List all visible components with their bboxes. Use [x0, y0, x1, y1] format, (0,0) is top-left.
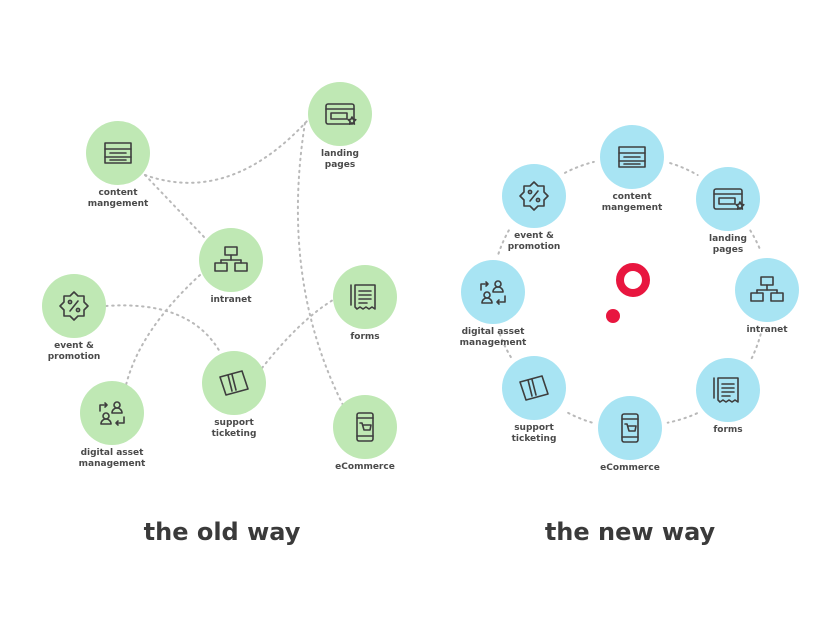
new-link — [666, 412, 698, 424]
new-node-event-label: promotion — [508, 242, 561, 252]
old-node-landing-label: landing — [321, 149, 359, 159]
old-node-event: event &promotion — [42, 274, 106, 362]
new-link — [497, 329, 512, 359]
new-node-support-label: support — [514, 423, 554, 433]
new-way-connections — [497, 160, 764, 424]
new-link — [563, 410, 593, 424]
new-node-ecommerce-label: eCommerce — [600, 463, 660, 473]
new-node-intranet: intranet — [735, 258, 799, 335]
old-node-event-label: event & — [54, 341, 94, 351]
old-node-digital-label: management — [79, 459, 146, 469]
new-node-landing-label: landing — [709, 234, 747, 244]
new-node-landing-circle — [696, 167, 760, 231]
brand-logo — [606, 263, 650, 323]
old-way-caption: the old way — [144, 518, 301, 546]
old-node-content-label: content — [98, 188, 138, 198]
old-link — [125, 274, 201, 386]
old-node-landing-circle — [308, 82, 372, 146]
old-node-event-label: promotion — [48, 352, 101, 362]
old-node-forms-label: forms — [350, 332, 379, 342]
old-way-connections — [105, 119, 344, 406]
new-node-content-label: content — [612, 192, 652, 202]
old-node-support-label: ticketing — [212, 429, 257, 439]
new-node-ecommerce-circle — [598, 396, 662, 460]
new-node-digital-label: management — [460, 338, 527, 348]
new-node-forms: forms — [696, 358, 760, 435]
new-node-content-label: mangement — [602, 203, 663, 213]
old-node-ecommerce-circle — [333, 395, 397, 459]
new-node-forms-circle — [696, 358, 760, 422]
new-link — [750, 327, 764, 360]
new-link — [749, 229, 762, 253]
old-node-ecommerce-label: eCommerce — [335, 462, 395, 472]
old-node-support-label: support — [214, 418, 254, 428]
new-link — [669, 162, 699, 177]
new-node-forms-label: forms — [713, 425, 742, 435]
old-link — [105, 304, 221, 353]
new-node-event-label: event & — [514, 231, 554, 241]
old-node-content-label: mangement — [88, 199, 149, 209]
old-link — [261, 299, 334, 369]
old-node-ecommerce: eCommerce — [333, 395, 397, 472]
old-node-intranet-label: intranet — [210, 295, 252, 305]
new-link — [563, 160, 595, 174]
new-link — [497, 225, 512, 255]
new-node-ecommerce: eCommerce — [598, 396, 662, 473]
new-node-support-label: ticketing — [512, 434, 557, 444]
new-node-landing-label: pages — [713, 245, 743, 255]
old-node-digital-label: digital asset — [81, 448, 145, 458]
new-node-digital-label: digital asset — [462, 327, 526, 337]
new-node-intranet-label: intranet — [746, 325, 788, 335]
old-link — [296, 122, 344, 406]
old-node-forms-circle — [333, 265, 397, 329]
old-node-landing-label: pages — [325, 160, 355, 170]
old-node-intranet: intranet — [199, 228, 263, 305]
new-node-event: event &promotion — [502, 164, 566, 252]
old-link — [144, 174, 206, 239]
old-node-forms: forms — [333, 265, 397, 342]
new-way-caption: the new way — [545, 518, 716, 546]
old-link — [144, 119, 309, 184]
